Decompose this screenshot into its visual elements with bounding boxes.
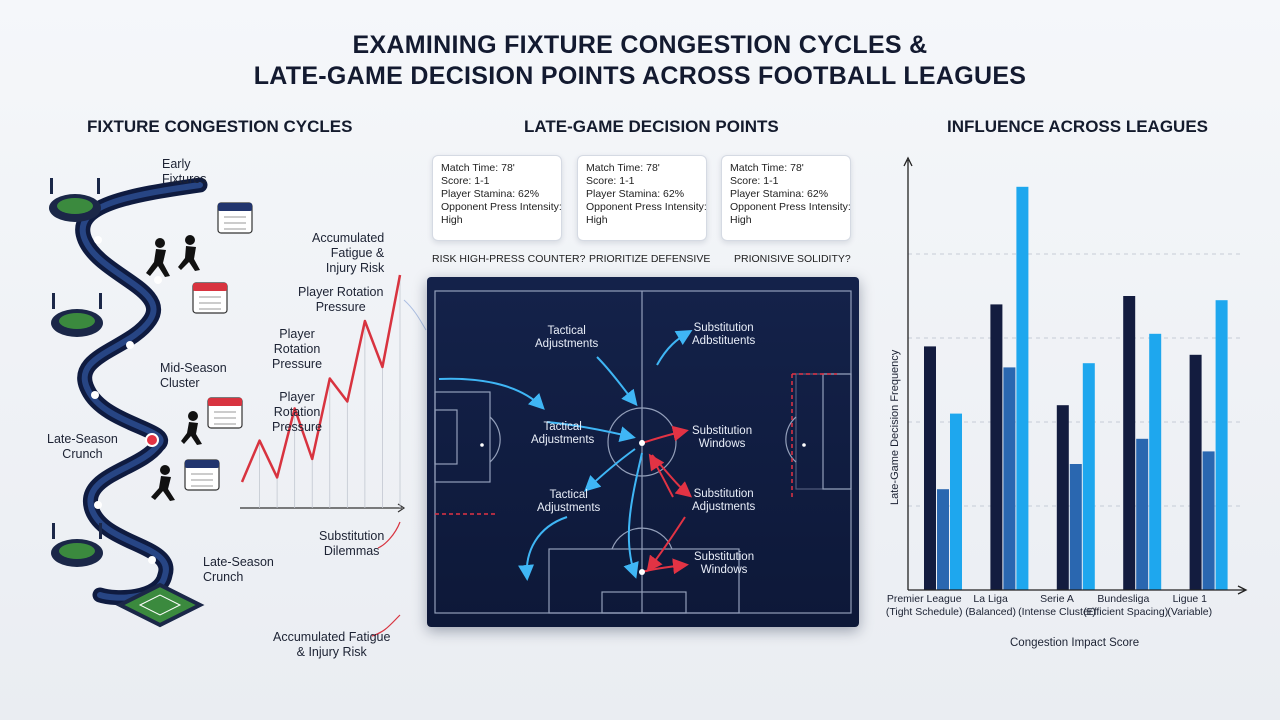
- bar-0-2: [950, 413, 962, 590]
- section-title-left: FIXTURE CONGESTION CYCLES: [87, 117, 353, 136]
- bar-1-1: [1003, 367, 1016, 590]
- stadium-icon: [49, 178, 101, 222]
- pitch-block-icon: [115, 582, 205, 628]
- x-tick-labels: Premier League(Tight Schedule)La Liga(Ba…: [880, 593, 1260, 633]
- decision-card-1: Match Time: 78'Score: 1-1 Player Stamina…: [432, 155, 562, 241]
- x-tick-label: Bundesliga(Efficient Spacing): [1083, 593, 1169, 618]
- section-title-middle: LATE-GAME DECISION POINTS: [524, 117, 779, 136]
- fatigue-series-line: [240, 274, 402, 483]
- stadium-icon: [51, 293, 103, 337]
- calendar-icon: [192, 282, 228, 314]
- decision-option-2: PRIORITIZE DEFENSIVE: [589, 253, 711, 265]
- road-waypoints: [91, 236, 162, 564]
- bar-0-1: [937, 489, 949, 590]
- stadium-icon: [51, 523, 103, 567]
- bar-4-2: [1215, 300, 1228, 590]
- decision-card-3: Match Time: 78'Score: 1-1 Player Stamina…: [721, 155, 851, 241]
- decision-option-1: RISK HIGH-PRESS COUNTER?: [432, 253, 586, 265]
- calendar-icon: [184, 459, 220, 491]
- bar-1-0: [990, 304, 1003, 590]
- title-line-1: EXAMINING FIXTURE CONGESTION CYCLES &: [352, 31, 928, 59]
- running-player-icon: [146, 235, 202, 501]
- x-tick-label: Ligue 1(Variable): [1167, 593, 1213, 618]
- bar-1-2: [1016, 186, 1029, 591]
- congestion-road-graphic: [49, 177, 427, 637]
- x-tick-label: La Liga(Balanced): [965, 593, 1016, 618]
- label-fatigue-bottom: Accumulated Fatigue& Injury Risk: [273, 630, 391, 659]
- league-bar-chart: [903, 156, 1248, 595]
- title-line-2: LATE-GAME DECISION POINTS ACROSS FOOTBAL…: [253, 62, 1027, 90]
- bar-0-0: [924, 346, 936, 590]
- section-title-right: INFLUENCE ACROSS LEAGUES: [947, 117, 1209, 136]
- bar-4-1: [1202, 451, 1215, 590]
- fatigue-trend-chart: [240, 274, 406, 513]
- pitch-markings: [434, 290, 852, 614]
- calendar-icon: [207, 397, 243, 429]
- decision-card-2: Match Time: 78'Score: 1-1 Player Stamina…: [577, 155, 707, 241]
- calendar-icon: [217, 202, 253, 234]
- x-axis-label: Congestion Impact Score: [1010, 637, 1140, 649]
- bar-3-2: [1149, 333, 1162, 590]
- bar-2-0: [1056, 405, 1069, 590]
- x-tick-label: Premier League(Tight Schedule): [885, 593, 963, 618]
- x-tick-label: Serie A(Intense Cluster): [1018, 593, 1096, 618]
- bar-2-2: [1082, 363, 1095, 590]
- page-title: EXAMINING FIXTURE CONGESTION CYCLES & LA…: [0, 30, 1280, 92]
- bar-3-0: [1123, 296, 1136, 590]
- bar-3-1: [1136, 438, 1149, 590]
- y-axis-label: Late-Game Decision Frequency: [889, 349, 901, 505]
- bar-4-0: [1189, 354, 1202, 590]
- decision-option-3: PRIONISIVE SOLIDITY?: [734, 253, 851, 265]
- bar-2-1: [1069, 464, 1082, 590]
